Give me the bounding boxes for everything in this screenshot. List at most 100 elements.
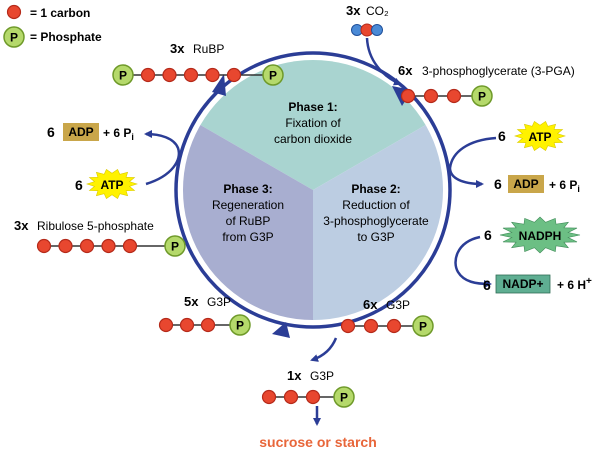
carbon-icon [162, 67, 177, 83]
phase1-line1: Fixation of [285, 116, 341, 130]
ribulose-molecule: 3x Ribulose 5-phosphate P [14, 218, 186, 257]
phosphate-icon [262, 64, 284, 86]
g3p-5-chain: P [158, 314, 251, 336]
carbon-icon [36, 238, 52, 254]
legend-phosphate-icon [3, 26, 25, 48]
carbon-icon [340, 318, 356, 334]
carbon-icon [140, 67, 156, 83]
phosphate-symbol: P [171, 240, 179, 254]
atp-p3-in-arrow [144, 130, 181, 186]
phosphate-icon [412, 315, 434, 337]
phosphate-symbol: P [119, 69, 127, 83]
ring-arrowhead-top [212, 74, 226, 96]
carbon-icon [386, 318, 402, 334]
nadph-in-arrow [454, 235, 492, 288]
phase2-title: Phase 2: [351, 182, 400, 196]
nadph-star-icon [499, 216, 581, 254]
output-label: sucrose or starch [259, 434, 377, 450]
legend-phosphate-label: = Phosphate [30, 30, 102, 44]
phase3-line1: Regeneration [212, 198, 284, 212]
phosphate-symbol: P [478, 90, 486, 104]
carbon-icon [122, 238, 138, 254]
carbon-icon [200, 317, 216, 333]
phase2-text: Phase 2: Reduction of 3-phosphoglycerate… [323, 182, 429, 244]
nadp-label: NADP+ [502, 277, 543, 291]
phase2-nadp-group: 6 NADP+ + 6 H+ [483, 274, 592, 294]
phosphate-icon [112, 64, 134, 86]
phosphate-symbol: P [269, 69, 277, 83]
carbon-icon [400, 88, 416, 104]
adp-p3-extra-text: + 6 Pi [103, 126, 134, 142]
adp-p2-label: ADP [513, 177, 538, 191]
phosphate-icon [471, 85, 493, 107]
rubp-count: 3x [170, 41, 185, 56]
phase3-atp-group: 6 ATP [75, 168, 138, 200]
g3p-6-name: G3P [386, 298, 410, 312]
carbon-icon [58, 238, 73, 254]
carbon-icon [363, 318, 379, 334]
carbon-icon [283, 389, 299, 405]
adp-p3-extra: + 6 P [103, 126, 131, 140]
ribulose-count: 3x [14, 218, 29, 233]
phase1-title: Phase 1: [288, 100, 337, 114]
adp-p2-box [508, 175, 544, 193]
g3p-1-count: 1x [287, 368, 302, 383]
adp-p3-sub: i [131, 132, 134, 142]
phase2-line1: Reduction of [342, 198, 410, 212]
phase2-adp-group: 6 ADP + 6 Pi [494, 175, 580, 194]
pga-name: 3-phosphoglycerate (3-PGA) [422, 64, 575, 78]
ring-arrowhead-bottom [272, 322, 290, 338]
phase2-atp-group: 6 ATP [498, 120, 566, 152]
atp-p2-label: ATP [528, 130, 551, 144]
nadp-box [495, 274, 551, 294]
atp-p3-count: 6 [75, 177, 83, 193]
phosphate-icon [229, 314, 251, 336]
phase3-adp-group: 6 ADP + 6 Pi [47, 123, 134, 142]
phosphate-symbol: P [236, 319, 244, 333]
g3p-6-count: 6x [363, 297, 378, 312]
carbon-icon [226, 67, 242, 83]
legend: = 1 carbon P = Phosphate [3, 4, 102, 48]
carbon-icon [101, 238, 116, 254]
carbon-icon [179, 317, 195, 333]
co2-name: CO₂ [366, 4, 389, 18]
cycle-wheel [174, 51, 452, 329]
nadp-extra: + 6 H [557, 278, 586, 292]
atp-p2-star-icon [514, 120, 566, 152]
g3p-export-arrow [310, 337, 338, 362]
rubp-name: RuBP [193, 42, 224, 56]
carbon-icon [158, 317, 174, 333]
g3p-1-chain: P [261, 386, 355, 408]
adp-p3-label: ADP [68, 125, 93, 139]
carbon-icon [79, 238, 95, 254]
g3p-1-molecule: 1x G3P P [261, 368, 355, 408]
legend-phosphate-symbol: P [10, 31, 18, 45]
nadp-extra-text: + 6 H+ [557, 276, 592, 292]
phase1-sector [200, 59, 426, 190]
g3p-5-count: 5x [184, 294, 199, 309]
phase1-text: Phase 1: Fixation of carbon dioxide [274, 100, 352, 146]
nadp-sup: + [586, 276, 592, 287]
carbon-icon [305, 389, 321, 405]
adp-p3-count: 6 [47, 124, 55, 140]
phase3-line3: from G3P [222, 230, 273, 244]
pga-chain: P [400, 85, 493, 107]
nadp-count: 6 [483, 277, 491, 293]
phase2-line2: 3-phosphoglycerate [323, 214, 429, 228]
phase1-line2: carbon dioxide [274, 132, 352, 146]
carbon-icon [205, 67, 220, 83]
g3p-5-name: G3P [207, 295, 231, 309]
legend-carbon-icon [6, 4, 22, 20]
ribulose-name: Ribulose 5-phosphate [37, 219, 154, 233]
adp-p2-extra-text: + 6 Pi [549, 178, 580, 194]
g3p-1-name: G3P [310, 369, 334, 383]
co2-count: 3x [346, 3, 361, 18]
adp-p2-extra: + 6 P [549, 178, 577, 192]
phosphate-symbol: P [419, 320, 427, 334]
adp-p2-sub: i [577, 184, 580, 194]
g3p-6-chain: P [340, 315, 434, 337]
phase2-line3: to G3P [357, 230, 394, 244]
phosphate-icon [333, 386, 355, 408]
